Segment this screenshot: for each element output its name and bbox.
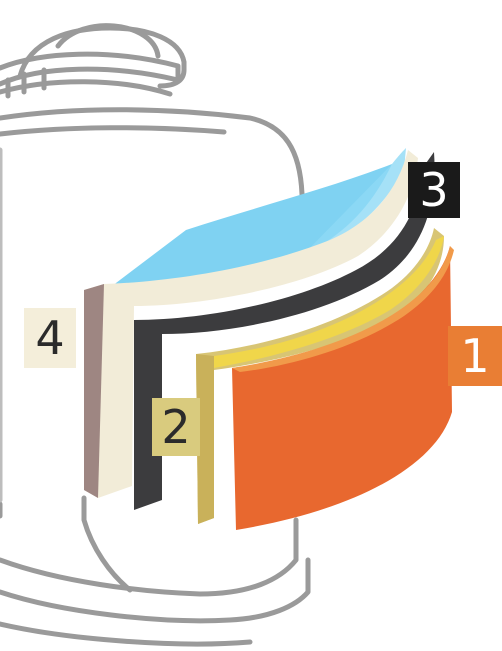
layer-label-2: 2 [152,398,200,456]
tank-foot [0,624,250,644]
layer-label-1: 1 [448,326,502,386]
tank-base [0,520,296,594]
layer-label-3-text: 3 [419,167,448,213]
tank-shoulder [0,110,302,194]
layer-label-1-text: 1 [460,333,489,379]
tank-bottom [84,498,130,590]
layer-label-4: 4 [24,308,76,368]
tank-shoulder-inner [0,128,224,134]
layer-label-3: 3 [408,162,460,218]
layer-label-4-text: 4 [35,315,64,361]
layer-label-2-text: 2 [161,404,190,450]
